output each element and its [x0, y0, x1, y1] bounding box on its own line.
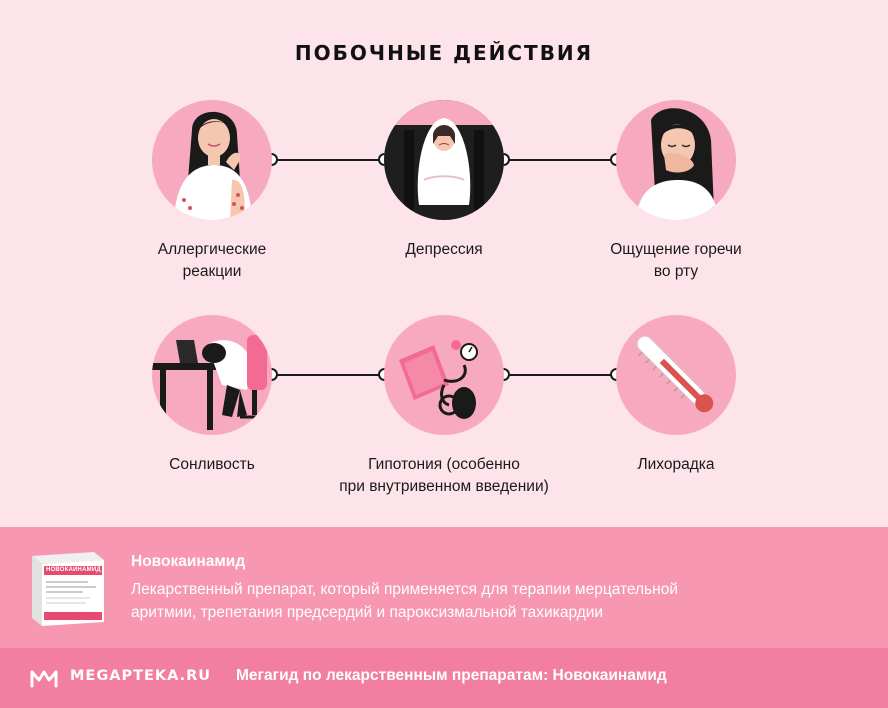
connector-4: [504, 374, 616, 376]
drug-name: Новокаинамид: [131, 553, 246, 570]
megapteka-logo-icon[interactable]: [30, 666, 58, 690]
label-line: Аллергические: [157, 241, 267, 258]
effect-label-fever: Лихорадка: [556, 454, 796, 476]
drug-description: Лекарственный препарат, который применяе…: [131, 578, 831, 624]
drug-box-label: НОВОКАИНАМИД: [46, 567, 101, 573]
footer: [0, 648, 888, 708]
effect-label-sleepiness: Сонливость: [92, 454, 332, 476]
label-line: Гипотония (особенно: [368, 456, 520, 473]
thermometer-icon: [616, 315, 736, 435]
effect-label-hypotension: Гипотония (особенно при внутривенном вве…: [324, 454, 564, 498]
depressed-woman-icon: [384, 100, 504, 220]
infographic-area: [0, 0, 888, 527]
brand-name[interactable]: MEGAPTEKA.RU: [70, 668, 212, 684]
label-line: во рту: [653, 263, 699, 280]
label-line: Ощущение горечи: [610, 241, 742, 258]
bitter-taste-woman-icon: [616, 100, 736, 220]
description-line: Лекарственный препарат, который применяе…: [131, 581, 678, 598]
footer-tagline: Мегагид по лекарственным препаратам: Нов…: [236, 667, 667, 684]
effect-label-depression: Депрессия: [324, 239, 564, 261]
sleepy-woman-icon: [152, 315, 272, 435]
label-line: Лихорадка: [637, 456, 715, 473]
effect-label-bitter-taste: Ощущение горечи во рту: [556, 239, 796, 283]
connector-3: [272, 374, 384, 376]
description-line: аритмии, трепетания предсердий и парокси…: [131, 604, 604, 621]
connector-2: [504, 159, 616, 161]
label-line: Сонливость: [169, 456, 255, 473]
page-title: ПОБОЧНЫЕ ДЕЙСТВИЯ: [294, 41, 594, 65]
label-line: при внутривенном введении): [339, 478, 549, 495]
connector-1: [272, 159, 384, 161]
drug-info-band: [0, 527, 888, 648]
label-line: Депрессия: [405, 241, 483, 258]
allergy-woman-icon: [152, 100, 272, 220]
tonometer-icon: [384, 315, 504, 435]
drug-box-image: НОВОКАИНАМИД: [28, 548, 106, 630]
label-line: реакции: [182, 263, 242, 280]
effect-label-allergy: Аллергические реакции: [92, 239, 332, 283]
